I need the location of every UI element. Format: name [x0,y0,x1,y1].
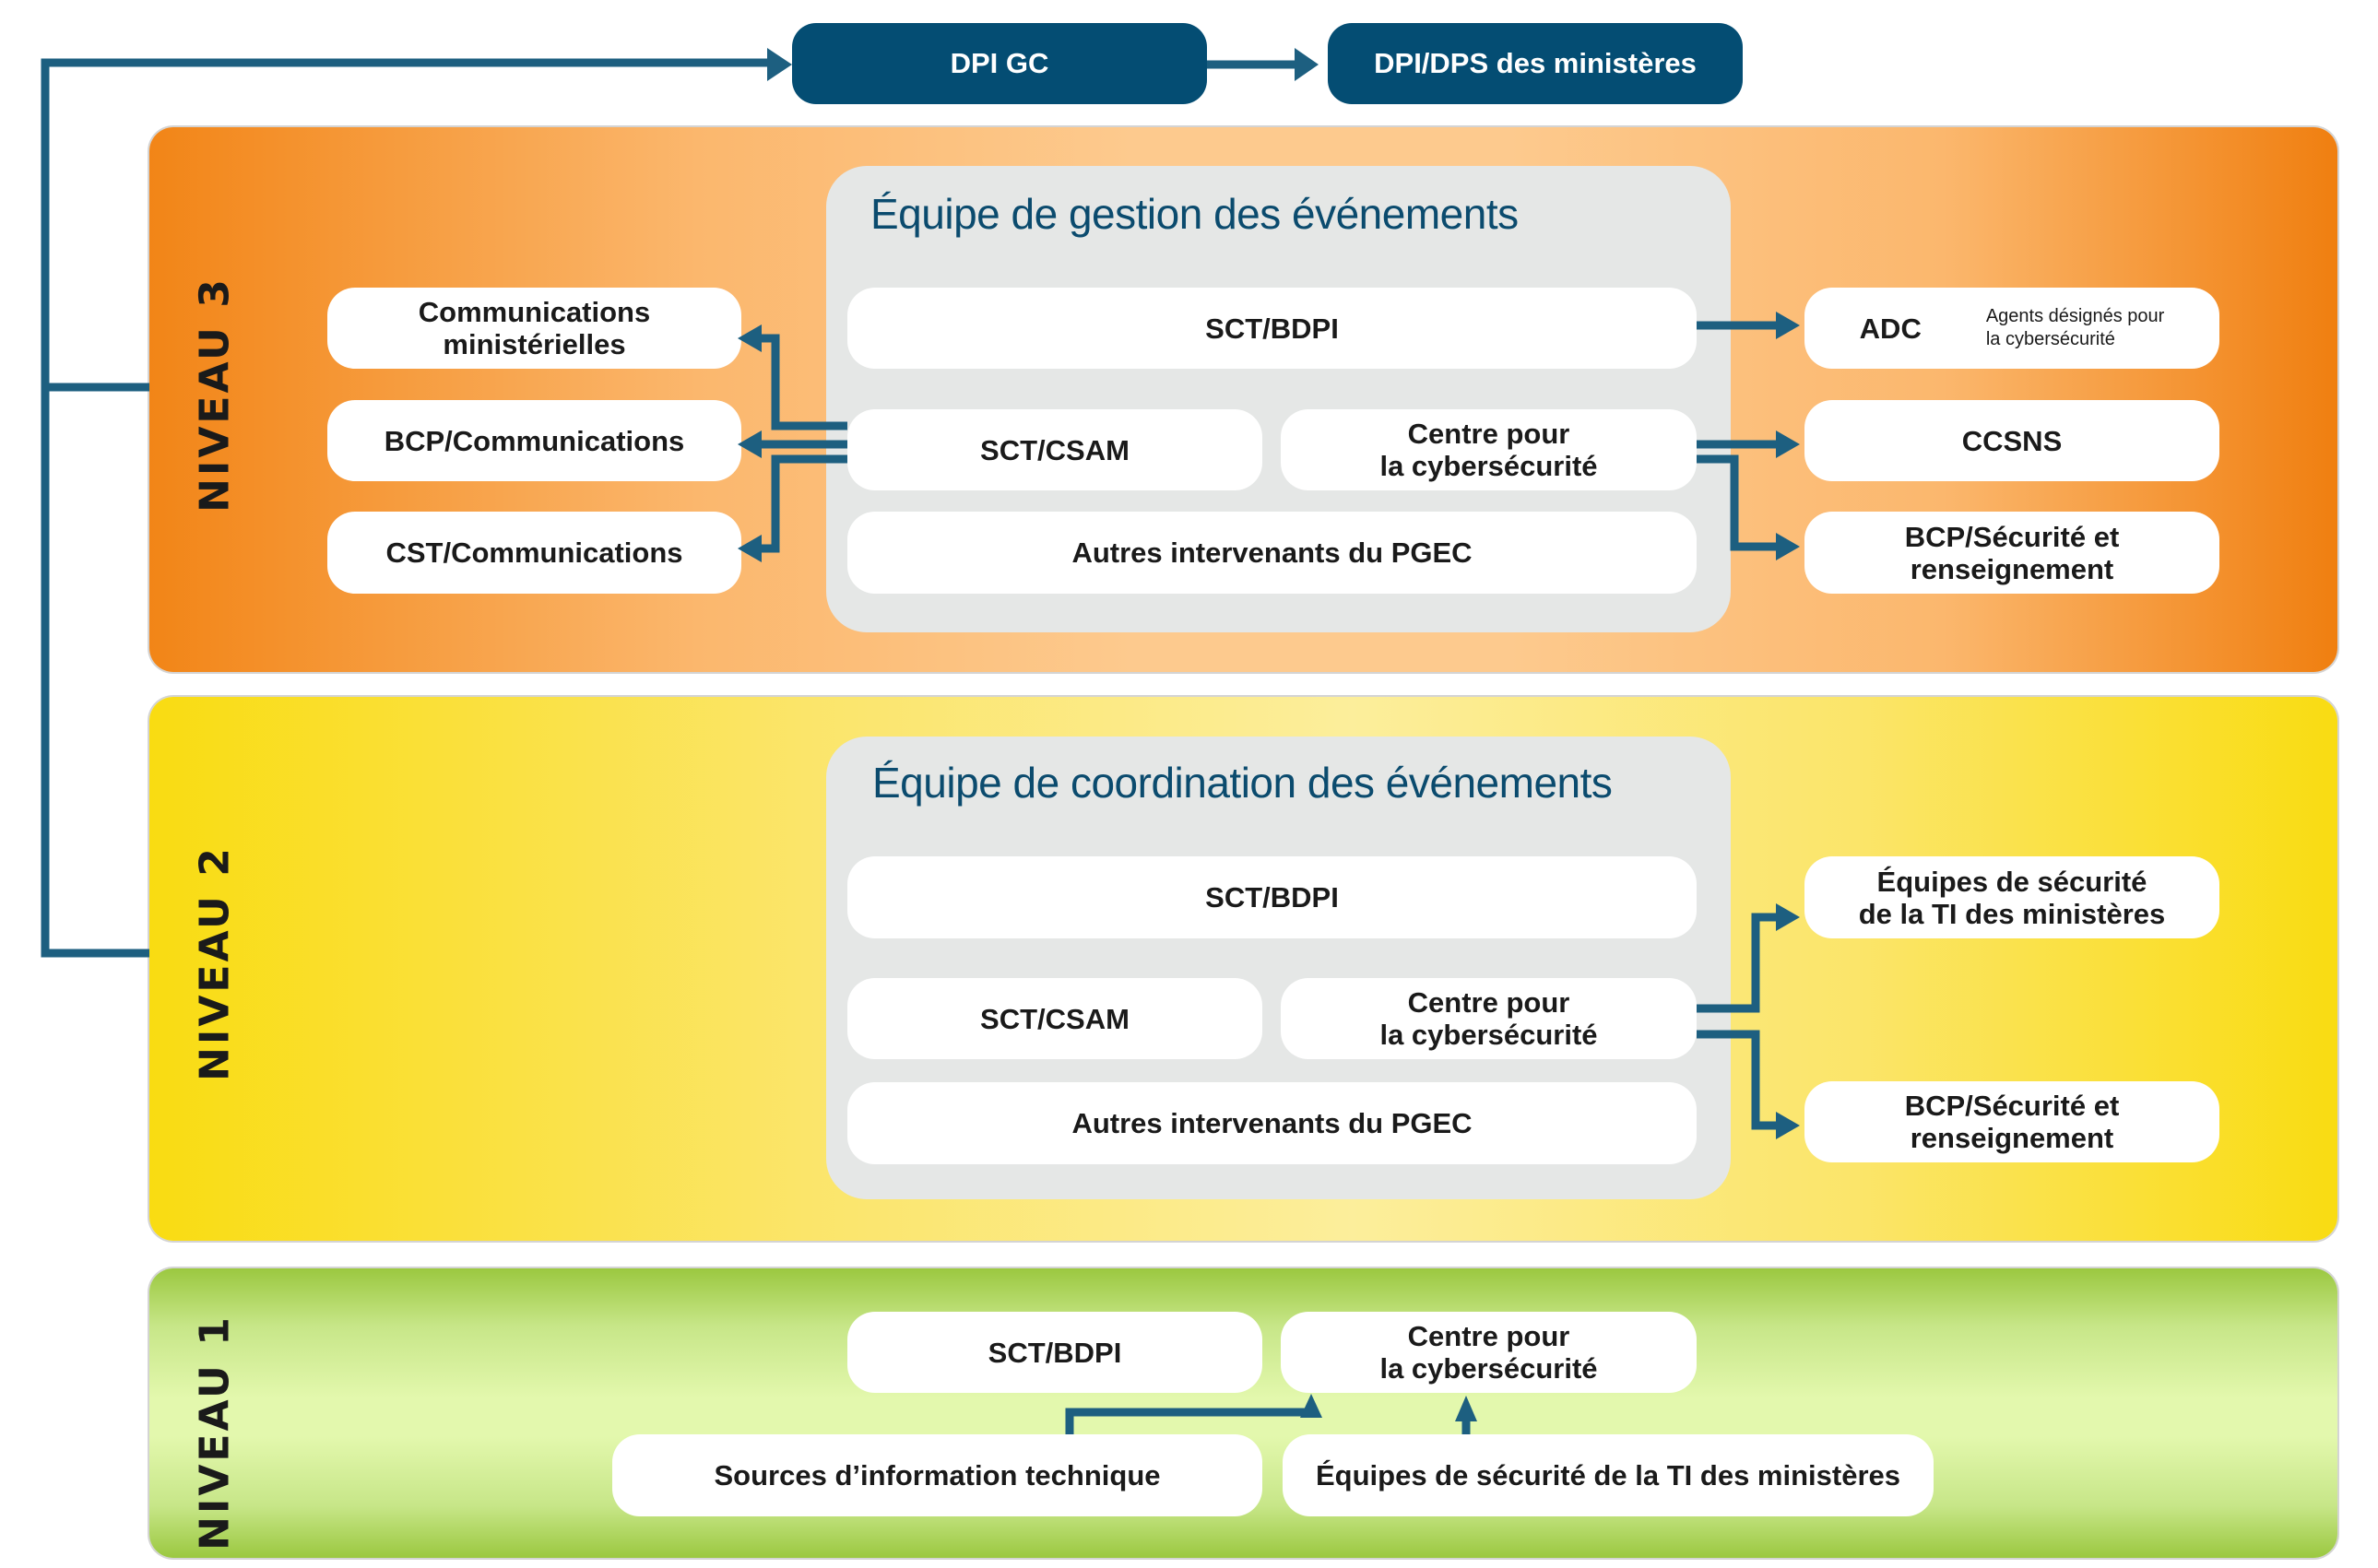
n3-sct-csam-label: SCT/CSAM [980,433,1130,466]
dpi-dps-label: DPI/DPS des ministères [1374,47,1697,79]
sources-information-technique-box: Sources d’information technique [612,1434,1262,1516]
adc-desc-line1: Agents désignés pour [1985,306,2165,326]
arrowhead-to-ccsns [1776,430,1800,458]
n2-bcp-line1: BCP/Sécurité et [1904,1090,2120,1122]
n2-sct-csam-box: SCT/CSAM [847,978,1262,1059]
n2-sct-bdpi-box: SCT/BDPI [847,856,1697,938]
communications-ministerielles-box: Communications ministérielles [327,288,741,369]
n2-to-equipes-line [1697,913,1780,1013]
arrowhead-n1-sources-to-centre [1300,1394,1322,1418]
ccsns-box: CCSNS [1804,400,2219,481]
equipe-gestion-title: Équipe de gestion des événements [870,190,1519,238]
n3-sct-csam-box: SCT/CSAM [847,409,1262,490]
n3-sct-bdpi-label: SCT/BDPI [1205,312,1339,345]
arrowhead-n1-equipes-to-centre [1455,1396,1477,1421]
adc-box: ADC Agents désignés pour la cybersécurit… [1804,288,2219,369]
arrowhead-to-dpi-dps [1295,48,1319,81]
arrowhead-to-adc [1776,312,1800,339]
n1-sct-bdpi-label: SCT/BDPI [988,1336,1122,1369]
n2-equipes-line2: de la TI des ministères [1858,897,2166,930]
cst-comm-label: CST/Communications [385,536,683,569]
n2-centre-line1: Centre pour [1407,986,1570,1019]
n2-centre-cybersecurite-box: Centre pour la cybersécurité [1281,978,1697,1059]
n2-autres-label: Autres intervenants du PGEC [1071,1107,1473,1139]
cst-communications-box: CST/Communications [327,512,741,594]
n1-equipes-label: Équipes de sécurité de la TI des ministè… [1315,1459,1901,1491]
n1-centre-cybersecurite-box: Centre pour la cybersécurité [1281,1312,1697,1393]
arrowhead-to-dpi-gc [767,48,792,81]
sources-label: Sources d’information technique [714,1459,1161,1491]
bcp-comm-label: BCP/Communications [384,424,685,457]
n3-centre-line1: Centre pour [1407,418,1570,450]
arrowhead-to-comm-min [738,324,762,352]
n3-sct-bdpi-box: SCT/BDPI [847,288,1697,369]
n3-bcp-securite-box: BCP/Sécurité et renseignement [1804,512,2219,594]
n3-to-comm-min-line [756,334,847,430]
comm-min-line1: Communications [418,296,651,328]
n2-equipes-line1: Équipes de sécurité [1876,865,2147,898]
n3-bcp-line2: renseignement [1910,552,2114,585]
n3-centre-cybersecurite-box: Centre pour la cybersécurité [1281,409,1697,490]
n3-centre-line2: la cybersécurité [1379,450,1598,482]
n2-centre-line2: la cybersécurité [1379,1019,1598,1051]
bcp-communications-box: BCP/Communications [327,400,741,481]
bracket-connector [41,58,776,958]
n3-to-cst-comm-line [756,454,847,553]
adc-desc-line2: la cybersécurité [1985,329,2115,349]
ccsns-label: CCSNS [1961,424,2063,457]
n1-equipes-securite-box: Équipes de sécurité de la TI des ministè… [1283,1434,1934,1516]
n3-autres-label: Autres intervenants du PGEC [1071,536,1473,569]
n2-bcp-securite-box: BCP/Sécurité et renseignement [1804,1081,2219,1162]
adc-description: Agents désignés pour la cybersécurité [1986,305,2164,351]
n1-sct-bdpi-box: SCT/BDPI [847,1312,1262,1393]
n2-to-bcp-sec-line [1697,1030,1780,1130]
n2-sct-bdpi-label: SCT/BDPI [1205,881,1339,914]
n3-autres-intervenants-box: Autres intervenants du PGEC [847,512,1697,594]
dpi-dps-ministeres-box: DPI/DPS des ministères [1328,23,1743,104]
arrowhead-to-cst-comm [738,535,762,562]
n1-sources-to-centre-line [1065,1408,1316,1434]
n2-equipes-securite-box: Équipes de sécurité de la TI des ministè… [1804,856,2219,938]
n1-centre-line2: la cybersécurité [1379,1352,1598,1385]
n3-to-bcp-sec-line [1697,454,1780,551]
arrowhead-to-n2-equipes [1776,903,1800,931]
arrowhead-to-bcp-comm [738,430,762,458]
comm-min-line2: ministérielles [443,328,626,360]
n2-sct-csam-label: SCT/CSAM [980,1002,1130,1035]
dpi-gc-label: DPI GC [950,47,1049,79]
n2-autres-intervenants-box: Autres intervenants du PGEC [847,1082,1697,1164]
dpi-gc-box: DPI GC [792,23,1207,104]
n3-bcp-line1: BCP/Sécurité et [1904,520,2120,553]
arrowhead-to-n3-bcp [1776,533,1800,560]
adc-abbr: ADC [1859,312,1922,345]
n1-centre-line1: Centre pour [1407,1320,1570,1352]
n2-bcp-line2: renseignement [1910,1122,2114,1154]
equipe-coordination-title: Équipe de coordination des événements [872,759,1613,807]
arrowhead-to-n2-bcp [1776,1112,1800,1139]
